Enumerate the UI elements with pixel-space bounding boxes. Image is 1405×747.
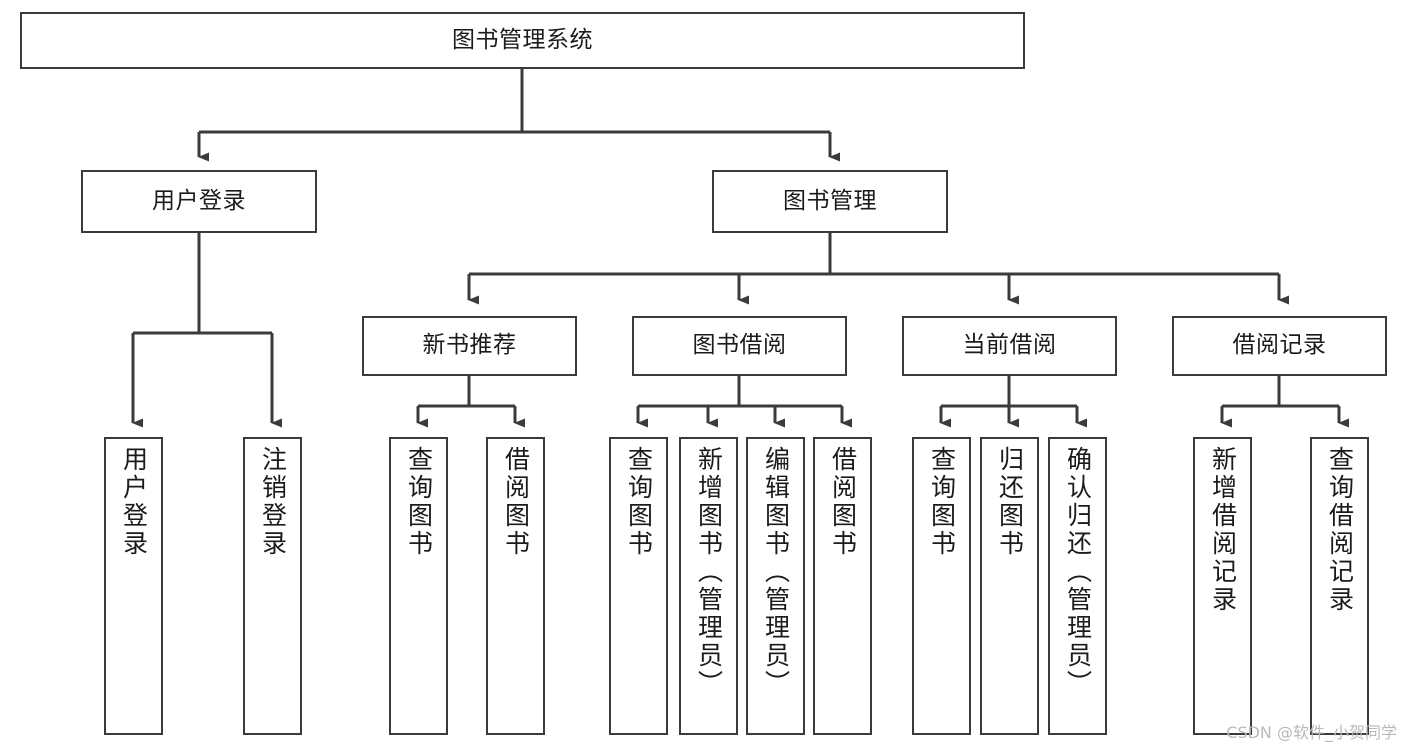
node-label: 用户登录 [152,187,246,214]
edges-book-mgmt-to-level3 [467,233,1289,305]
leaf-new-book-borrow-books[interactable]: 借阅图书 [486,437,545,735]
edges-book-borrow-to-leaves [636,376,852,428]
node-label: 查询图书 [927,446,957,558]
node-book-management[interactable]: 图书管理 [712,170,948,233]
node-user-login[interactable]: 用户登录 [81,170,317,233]
leaf-book-borrow-add-book-admin[interactable]: 新增图书（管理员） [679,437,738,735]
leaf-book-borrow-borrow-books[interactable]: 借阅图书 [813,437,872,735]
node-label: 编辑图书（管理员） [761,446,791,698]
node-label: 确认归还（管理员） [1063,446,1093,698]
leaf-borrow-record-add-record[interactable]: 新增借阅记录 [1193,437,1252,735]
node-label: 借阅记录 [1232,332,1327,359]
node-label: 新增图书（管理员） [694,446,724,698]
leaf-book-borrow-edit-book-admin[interactable]: 编辑图书（管理员） [746,437,805,735]
leaf-new-book-query-books[interactable]: 查询图书 [389,437,448,735]
edges-root-to-level2 [197,69,840,162]
node-label: 查询图书 [624,446,654,558]
leaf-current-borrow-return-books[interactable]: 归还图书 [980,437,1039,735]
node-label: 查询图书 [404,446,434,558]
edges-new-book-to-leaves [416,376,525,428]
node-label: 借阅图书 [501,446,531,558]
node-label: 新书推荐 [422,332,517,359]
node-root-library-management-system[interactable]: 图书管理系统 [20,12,1025,69]
leaf-current-borrow-query-books[interactable]: 查询图书 [912,437,971,735]
node-label: 当前借阅 [962,332,1057,359]
node-borrowing-record[interactable]: 借阅记录 [1172,316,1387,376]
node-label: 查询借阅记录 [1325,446,1355,614]
edges-current-borrow-to-leaves [939,376,1087,428]
node-new-book-recommendation[interactable]: 新书推荐 [362,316,577,376]
leaf-borrow-record-query-record[interactable]: 查询借阅记录 [1310,437,1369,735]
node-label: 图书管理 [783,187,877,214]
node-label: 用户登录 [119,446,149,558]
node-current-borrowing[interactable]: 当前借阅 [902,316,1117,376]
node-book-borrowing[interactable]: 图书借阅 [632,316,847,376]
csdn-watermark: CSDN @软件_小贺同学 [1226,723,1397,742]
leaf-book-borrow-query-books[interactable]: 查询图书 [609,437,668,735]
node-label: 新增借阅记录 [1208,446,1238,614]
leaf-user-login-logout[interactable]: 注销登录 [243,437,302,735]
leaf-user-login-login[interactable]: 用户登录 [104,437,163,735]
node-label: 借阅图书 [828,446,858,558]
node-label: 归还图书 [995,446,1025,558]
node-label: 注销登录 [258,446,288,558]
node-label: 图书管理系统 [452,26,593,53]
edges-borrow-record-to-leaves [1220,376,1349,428]
edges-user-login-to-leaves [131,233,282,428]
node-label: 图书借阅 [692,332,787,359]
leaf-current-borrow-confirm-return-admin[interactable]: 确认归还（管理员） [1048,437,1107,735]
